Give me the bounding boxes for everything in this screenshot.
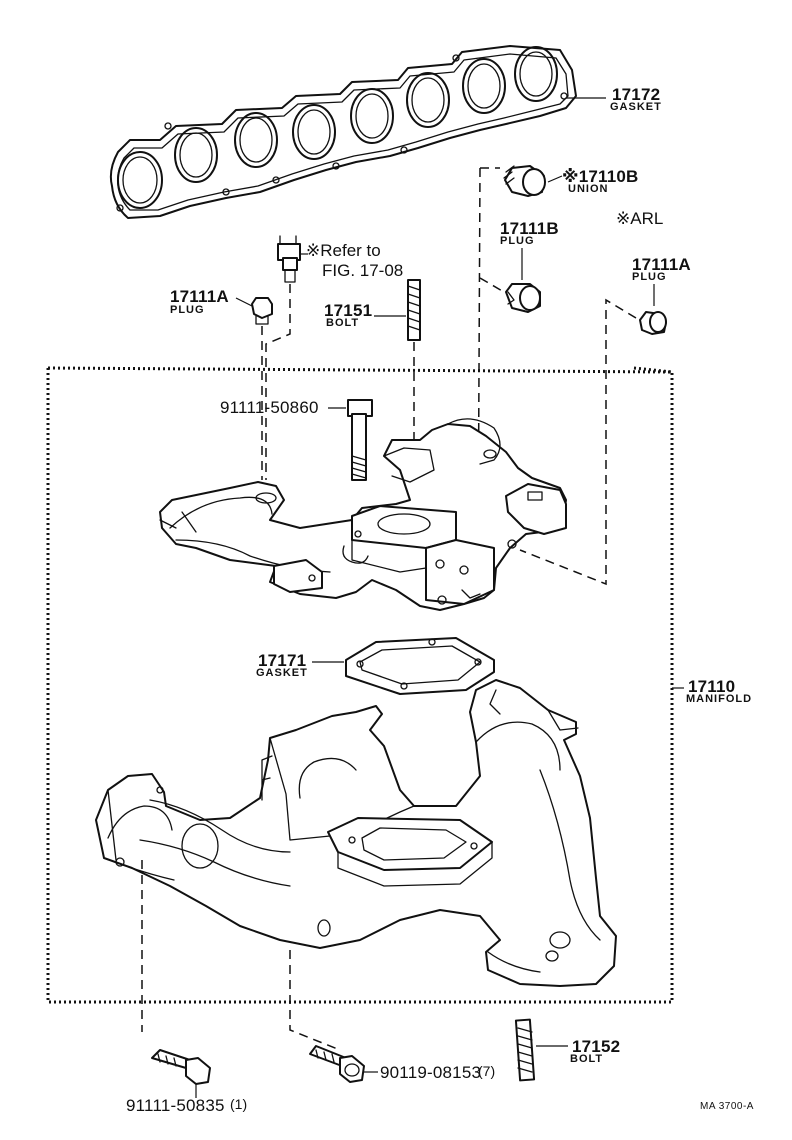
quantity: (1) [230, 1096, 248, 1112]
bolt-91111-50860-drawing [328, 399, 373, 481]
plug-17111a-left-drawing [235, 297, 273, 480]
manifold-assembly-frame [46, 366, 684, 1004]
gasket-17172-drawing [109, 45, 606, 219]
plug-17111b-drawing [479, 248, 541, 313]
part-name: PLUG [632, 271, 667, 283]
bolt-91111-50835-drawing [151, 1049, 211, 1098]
part-number: 90119-08153 [380, 1063, 482, 1082]
part-number: 91111-50860 [220, 398, 319, 417]
part-number: 17171 [258, 651, 307, 670]
part-number: 91111-50835 [126, 1096, 225, 1115]
part-name: GASKET [610, 101, 662, 113]
arl-note: ※ARL [616, 209, 664, 228]
part-number: 17111B [500, 219, 559, 238]
part-name: PLUG [500, 235, 535, 247]
plug-17111a-right-drawing [519, 284, 667, 586]
part-number: 17172 [612, 85, 661, 104]
part-name: UNION [568, 183, 609, 195]
part-name: BOLT [570, 1053, 604, 1065]
sensor-drawing [265, 235, 308, 480]
refer-note: ※Refer to [306, 241, 381, 260]
part-name: PLUG [170, 304, 205, 316]
part-name: MANIFOLD [686, 693, 753, 705]
figure-reference: FIG. 17-08 [322, 261, 404, 280]
stud-17151-drawing [374, 279, 421, 480]
part-name: BOLT [326, 317, 360, 329]
intake-manifold-drawing [159, 418, 567, 611]
part-name: GASKET [256, 667, 308, 679]
gasket-17171-drawing [312, 637, 495, 695]
bolt-90119-08153-drawing [309, 1045, 378, 1083]
stud-17152-drawing [514, 1018, 568, 1082]
part-number: 17110 [688, 677, 736, 696]
part-number: 17151 [324, 301, 373, 320]
drawing-code: MA 3700-A [700, 1101, 754, 1112]
exhaust-manifold-drawing [95, 679, 617, 1051]
part-number: 17111A [170, 287, 229, 306]
quantity: (7) [478, 1063, 496, 1079]
part-number: 17111A [632, 255, 691, 274]
part-number: ※17110B [562, 167, 639, 186]
part-number: 17152 [572, 1037, 621, 1056]
